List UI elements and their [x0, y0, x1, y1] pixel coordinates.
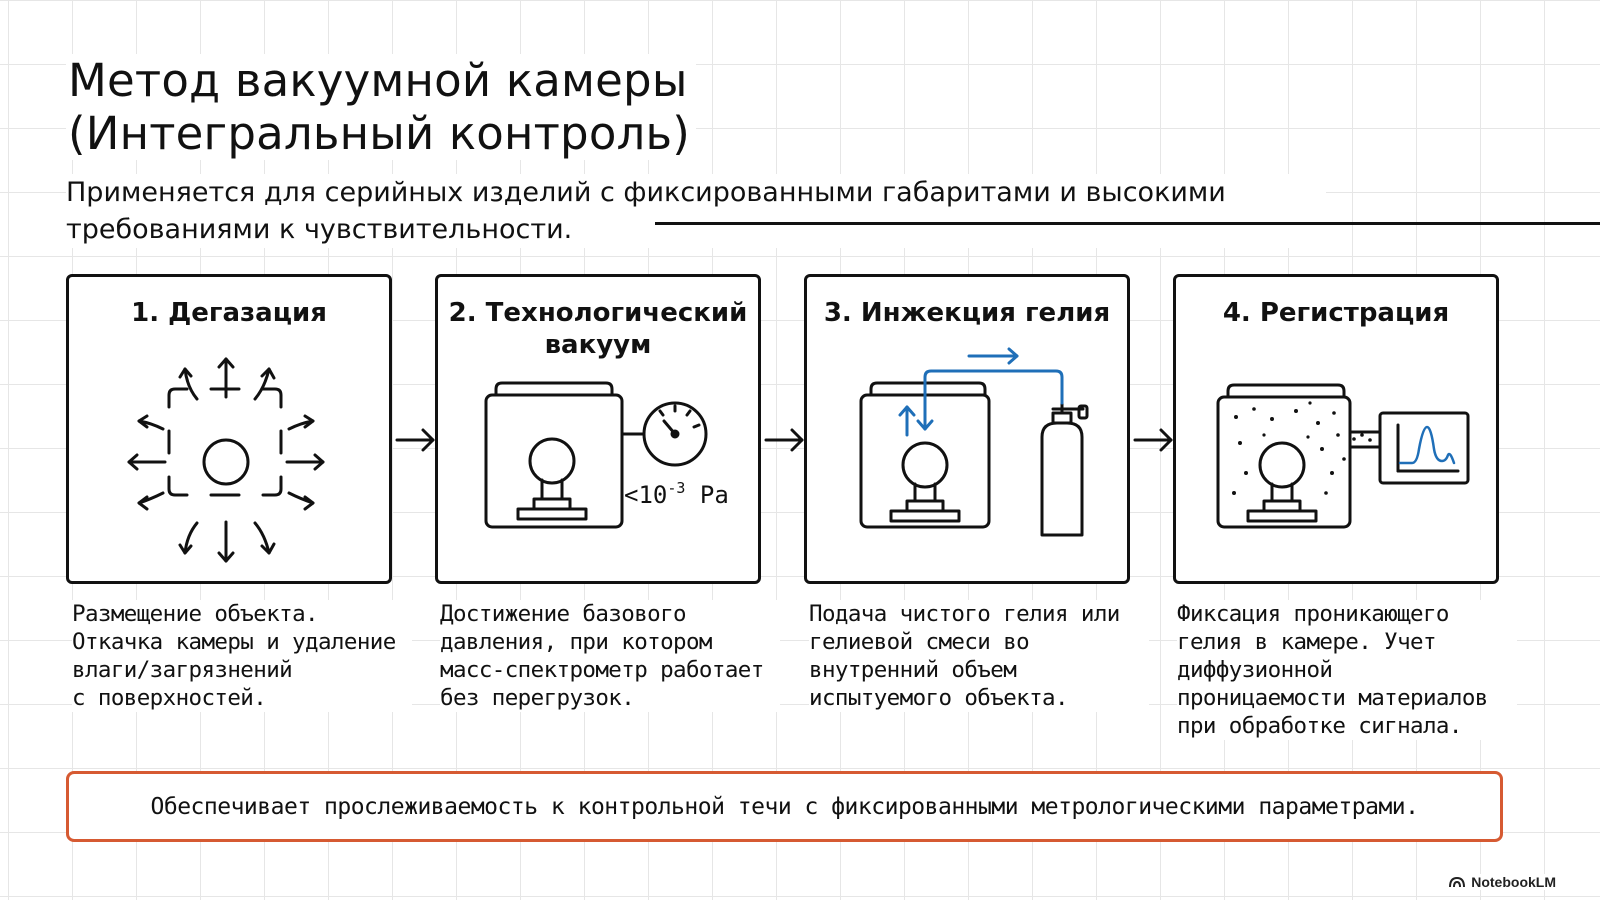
- step-description-vacuum: Достижение базового давления, при которо…: [440, 600, 780, 712]
- brand-label: NotebookLM: [1471, 874, 1556, 890]
- step-title: 1. Дегазация: [131, 298, 327, 328]
- summary-note-text: Обеспечивает прослеживаемость к контроль…: [150, 793, 1419, 820]
- subtitle-text: Применяется для серийных изделий с фикси…: [66, 177, 1226, 245]
- step-title: 3. Инжекция гелия: [823, 298, 1111, 328]
- vacuum-chamber-gauge-icon: <10-3 Pa: [484, 381, 729, 529]
- step-description-helium-injection: Подача чистого гелия или гелиевой смеси …: [809, 600, 1149, 712]
- brand-watermark: NotebookLM: [1445, 874, 1560, 890]
- helium-injection-icon: [859, 347, 1089, 537]
- step-description-degassing: Размещение объекта. Откачка камеры и уда…: [72, 600, 412, 712]
- subtitle-divider: [655, 222, 1600, 225]
- page-title-line1: Метод вакуумной камеры: [68, 54, 688, 107]
- step-card-vacuum: 2. Технологический вакуум <10-3 Pa: [435, 274, 761, 584]
- pressure-unit: Pa: [685, 481, 728, 509]
- step-card-helium-injection: 3. Инжекция гелия: [804, 274, 1130, 584]
- pressure-base: <10: [624, 481, 667, 509]
- detection-spectrum-icon: [1216, 383, 1470, 529]
- notebooklm-logo-icon: [1449, 876, 1466, 888]
- step-card-registration: 4. Регистрация: [1173, 274, 1499, 584]
- degassing-icon: [127, 357, 325, 563]
- arrow-right-icon: [764, 428, 804, 452]
- page-title: Метод вакуумной камеры (Интегральный кон…: [66, 54, 696, 160]
- flow-arrow: [764, 420, 806, 465]
- subtitle: Применяется для серийных изделий с фикси…: [66, 174, 1326, 248]
- flow-arrow: [1133, 420, 1175, 465]
- pressure-exponent: -3: [667, 479, 685, 497]
- step-card-degassing: 1. Дегазация: [66, 274, 392, 584]
- flow-arrow: [395, 420, 437, 465]
- arrow-right-icon: [1133, 428, 1173, 452]
- step-title: 2. Технологический вакуум: [448, 298, 748, 360]
- step-title: 4. Регистрация: [1222, 298, 1450, 328]
- summary-note: Обеспечивает прослеживаемость к контроль…: [66, 771, 1503, 842]
- arrow-right-icon: [395, 428, 435, 452]
- step-description-registration: Фиксация проникающего гелия в камере. Уч…: [1177, 600, 1517, 740]
- pressure-label: <10-3 Pa: [624, 479, 729, 509]
- page-title-line2: (Интегральный контроль): [68, 107, 690, 160]
